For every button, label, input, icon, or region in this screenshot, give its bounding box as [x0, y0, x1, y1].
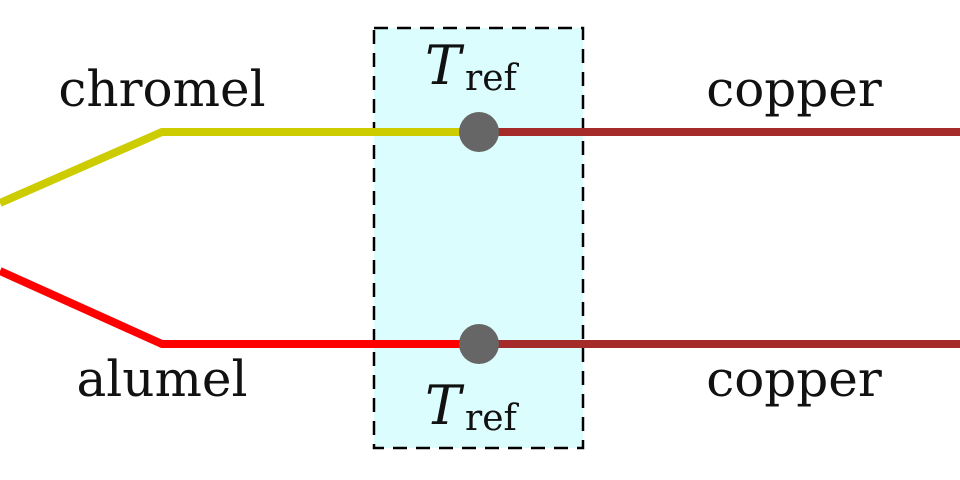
reference-junction-bottom — [459, 324, 499, 364]
tref-symbol-top: T — [425, 34, 465, 97]
tref-subscript-top: ref — [465, 58, 520, 99]
chromel-wire — [0, 128, 480, 207]
reference-junction-top — [459, 112, 499, 152]
tref-subscript-bottom: ref — [465, 398, 520, 439]
chromel-label: chromel — [58, 60, 265, 118]
alumel-label: alumel — [77, 350, 248, 408]
copper-label-top: copper — [706, 60, 882, 118]
tref-symbol-bottom: T — [425, 374, 465, 437]
copper-label-bottom: copper — [706, 350, 882, 408]
reference-junction-box — [372, 26, 585, 450]
alumel-wire — [0, 267, 480, 348]
